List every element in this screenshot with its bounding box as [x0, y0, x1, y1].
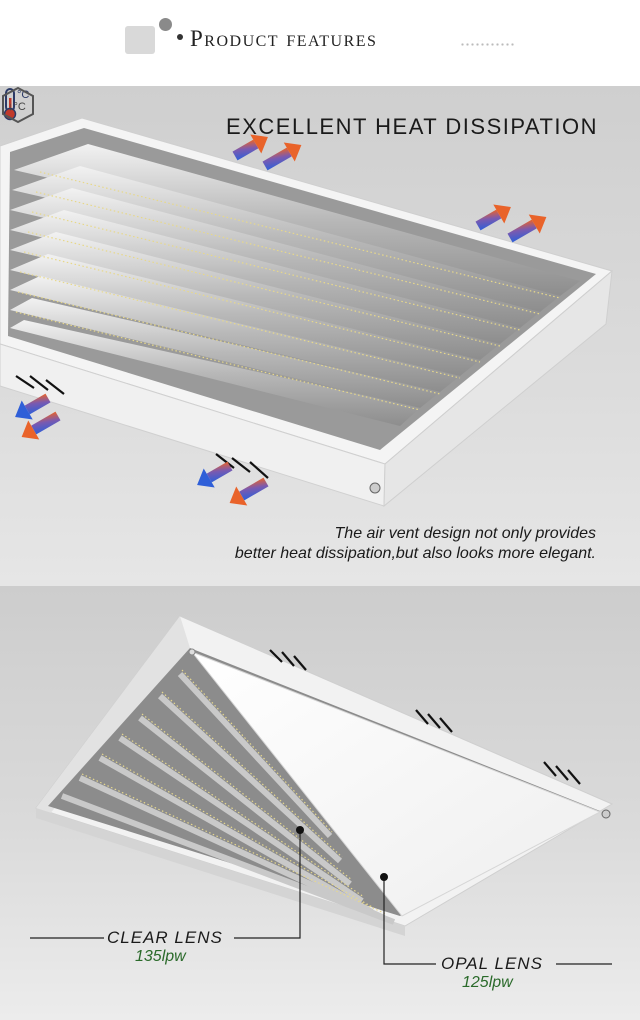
fixture-lens-illustration	[30, 615, 614, 965]
callout-lines	[30, 830, 612, 965]
decor-dotted-line	[460, 43, 516, 46]
decor-square	[125, 26, 155, 54]
fixture-top-illustration	[0, 117, 614, 508]
heat-dissipation-caption: The air vent design not only provides be…	[156, 524, 596, 564]
hex-icon-text: ↓°C	[8, 101, 26, 113]
section-title: Product features	[190, 26, 378, 51]
caption-line-2: better heat dissipation,but also looks m…	[234, 545, 596, 562]
opal-lens-label: OPAL LENS	[441, 954, 543, 973]
heat-dissipation-section: EXCELLENT HEAT DISSIPATION °C ↓°C The ai…	[0, 86, 640, 586]
led-strips	[10, 144, 580, 426]
opal-lens-efficacy: 125lpw	[462, 974, 513, 991]
clear-lens-efficacy: 135lpw	[135, 948, 186, 965]
airflow-arrows	[15, 134, 547, 506]
clear-lens-label: CLEAR LENS	[107, 928, 223, 947]
decor-dot-small	[177, 34, 183, 40]
heat-dissipation-title: EXCELLENT HEAT DISSIPATION	[226, 114, 598, 139]
thermometer-icon: °C	[3, 88, 29, 121]
caption-line-1: The air vent design not only provides	[334, 525, 596, 542]
page-header: Product features	[0, 0, 640, 86]
opal-lens-marker	[380, 873, 388, 881]
decor-dot-large	[159, 18, 172, 31]
clear-lens-marker	[296, 826, 304, 834]
cooling-hexagon-icon: ↓°C	[2, 86, 34, 124]
lens-options-section: CLEAR LENS 135lpw OPAL LENS 125lpw	[0, 586, 640, 1020]
vent-marks	[15, 375, 269, 479]
lens-vent-marks	[269, 649, 581, 785]
opal-lens-panel	[190, 650, 602, 917]
